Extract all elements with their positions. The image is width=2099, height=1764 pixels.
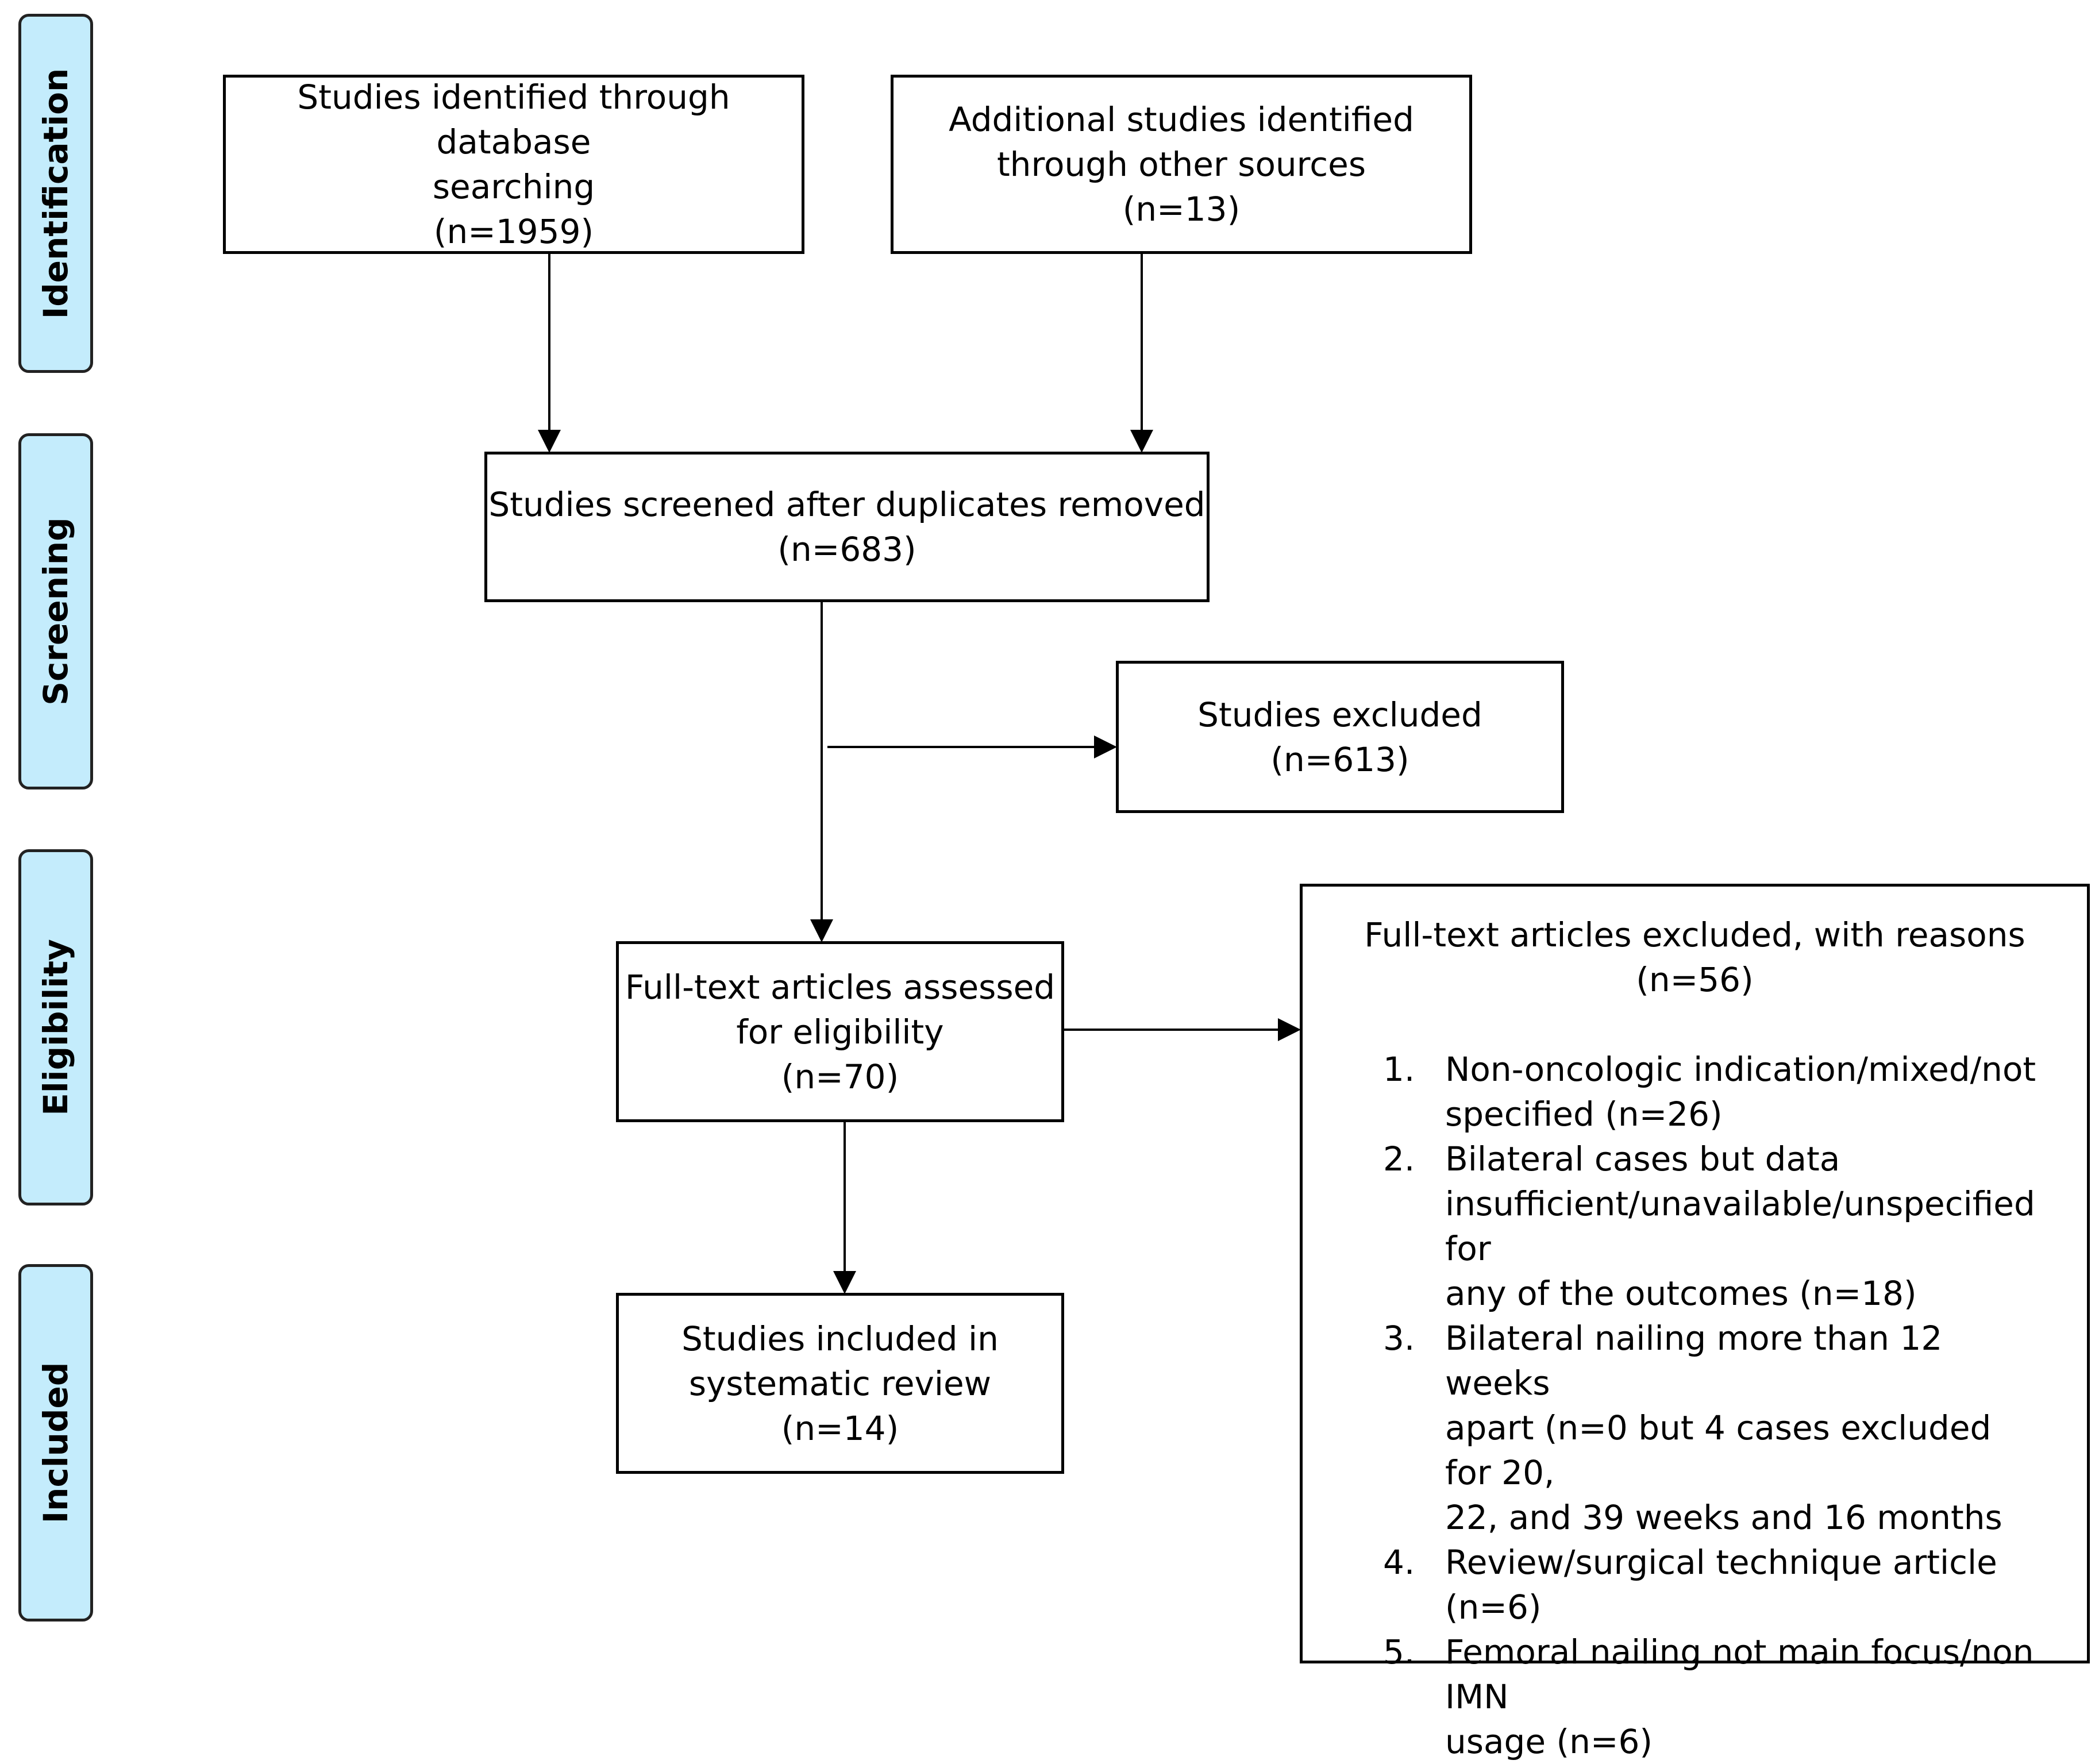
reason-number: 1.	[1383, 1050, 1415, 1089]
box-screened: Studies screened after duplicates remove…	[484, 452, 1210, 602]
reason-number: 5.	[1383, 1632, 1415, 1671]
box-count: (n=70)	[781, 1057, 899, 1096]
exclusion-reason: 2. Bilateral cases but data insufficient…	[1303, 1137, 2087, 1316]
phase-eligibility: Eligibility	[18, 849, 93, 1205]
box-line: through other sources	[996, 145, 1366, 184]
reason-line: Bilateral cases but data	[1445, 1139, 1840, 1178]
reason-text: Review/surgical technique article (n=6)	[1445, 1540, 2046, 1630]
box-studies-excluded: Studies excluded (n=613)	[1116, 661, 1564, 813]
excluded-heading: Full-text articles excluded, with reason…	[1303, 887, 2087, 1002]
exclusion-reason: 4. Review/surgical technique article (n=…	[1303, 1540, 2087, 1630]
phase-included: Included	[18, 1264, 93, 1622]
reason-text: Bilateral cases but data insufficient/un…	[1445, 1137, 2046, 1316]
box-fulltext-excluded: Full-text articles excluded, with reason…	[1300, 884, 2090, 1761]
excluded-heading-title: Full-text articles excluded, with reason…	[1364, 915, 2025, 954]
box-count: (n=613)	[1270, 740, 1409, 779]
box-line: Studies included in	[681, 1319, 999, 1358]
reason-line: usage (n=6)	[1445, 1722, 1653, 1761]
reason-line: specified (n=26)	[1445, 1095, 1723, 1134]
reason-line: 22, and 39 weeks and 16 months	[1445, 1498, 2002, 1537]
box-line: Studies identified through database	[297, 78, 730, 161]
reason-line: any of the outcomes (n=18)	[1445, 1274, 1917, 1313]
box-count: (n=683)	[777, 530, 916, 569]
box-line: Studies excluded	[1197, 695, 1482, 734]
box-line: Full-text articles assessed	[625, 967, 1056, 1007]
box-line: Additional studies identified	[949, 100, 1414, 139]
reason-line: Bilateral nailing more than 12 weeks	[1445, 1319, 1943, 1403]
box-other-sources: Additional studies identified through ot…	[891, 75, 1472, 254]
connector-arrows	[538, 254, 1301, 1294]
phase-identification: Identification	[18, 14, 93, 373]
exclusion-reasons-list: 1. Non-oncologic indication/mixed/not sp…	[1303, 1047, 2087, 1764]
reason-line: Review/surgical technique article (n=6)	[1445, 1543, 1997, 1627]
reason-line: insufficient/unavailable/unspecified for	[1445, 1184, 2035, 1268]
box-line: Studies screened after duplicates remove…	[488, 485, 1206, 524]
box-line: searching	[432, 167, 595, 206]
exclusion-reason: 3. Bilateral nailing more than 12 weeks …	[1303, 1316, 2087, 1540]
box-count: (n=1959)	[433, 212, 594, 251]
phase-screening: Screening	[18, 433, 93, 789]
prisma-flow-diagram: Identification Screening Eligibility Inc…	[18, 14, 2090, 1761]
reason-text: Bilateral nailing more than 12 weeks apa…	[1445, 1316, 2046, 1540]
reason-number: 3.	[1383, 1319, 1415, 1358]
box-line: for eligibility	[736, 1012, 944, 1052]
box-database-search: Studies identified through database sear…	[223, 75, 804, 254]
box-count: (n=14)	[781, 1408, 899, 1448]
reason-line: Non-oncologic indication/mixed/not	[1445, 1050, 2036, 1089]
reason-line: apart (n=0 but 4 cases excluded for 20,	[1445, 1408, 1992, 1492]
reason-number: 4.	[1383, 1543, 1415, 1582]
exclusion-reason: 1. Non-oncologic indication/mixed/not sp…	[1303, 1047, 2087, 1137]
reason-number: 2.	[1383, 1139, 1415, 1178]
box-count: (n=13)	[1122, 190, 1241, 229]
box-line: systematic review	[688, 1364, 992, 1403]
excluded-heading-count: (n=56)	[1636, 960, 1754, 999]
reason-text: Non-oncologic indication/mixed/not speci…	[1445, 1047, 2046, 1137]
box-included: Studies included in systematic review (n…	[616, 1293, 1064, 1474]
box-fulltext-assessed: Full-text articles assessed for eligibil…	[616, 941, 1064, 1122]
